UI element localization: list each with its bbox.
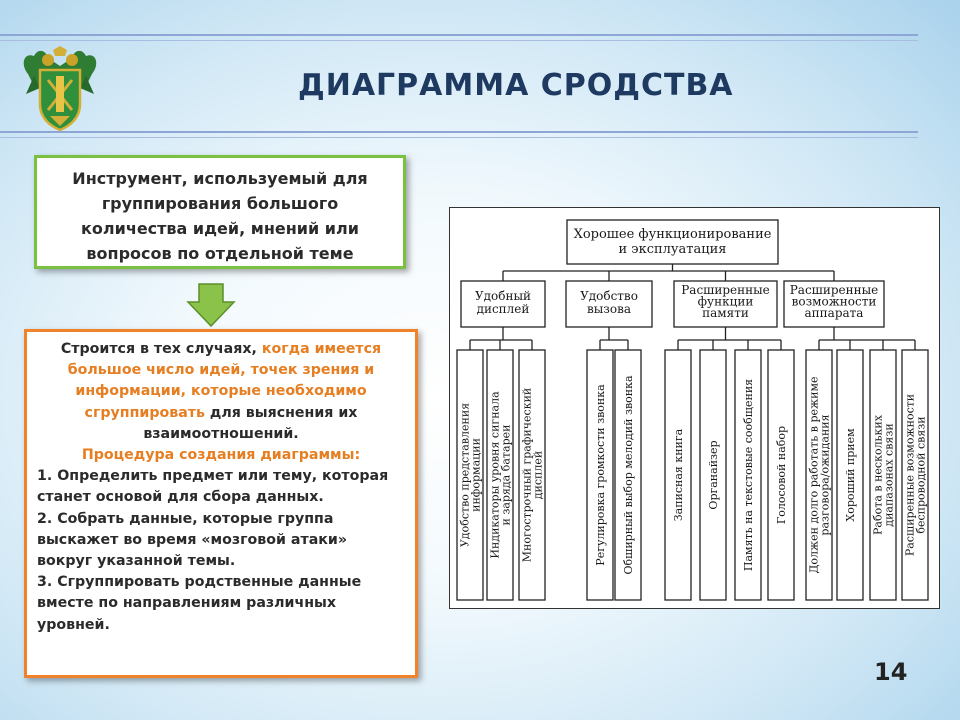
- item-label: Должен долго работать в режимеразговора/…: [808, 376, 832, 573]
- item-box: [614, 349, 642, 601]
- item-box: [586, 349, 614, 601]
- item-box: [869, 349, 897, 601]
- procedure-title: Процедура создания диаграммы:: [81, 447, 361, 464]
- procedure-step-2: 2. Собрать данные, которые группа выскаж…: [37, 510, 348, 570]
- definition-box: Инструмент, используемый для группирован…: [34, 155, 406, 269]
- group-box: [783, 280, 885, 328]
- emblem-icon: [23, 46, 97, 132]
- title-rule-1: [0, 131, 918, 133]
- top-rule-1: [0, 34, 918, 36]
- item-label: Голосовой набор: [775, 426, 788, 524]
- page-number: 14: [874, 658, 908, 686]
- item-box: [664, 349, 692, 601]
- item-label: Многострочный графическийдисплей: [521, 388, 545, 563]
- item-box: [767, 349, 795, 601]
- procedure-step-3: 3. Сгруппировать родственные данные вмес…: [37, 574, 362, 633]
- item-label: Индикаторы уровня сигналаи заряда батаре…: [489, 391, 513, 559]
- info-intro-part-1: Строится в тех случаях,: [60, 341, 262, 357]
- item-box: [901, 349, 929, 601]
- item-box: [836, 349, 864, 601]
- item-label: Память на текстовые сообщения: [742, 379, 755, 571]
- item-label: Обширный выбор мелодий звонка: [622, 375, 635, 575]
- down-arrow-icon: [186, 283, 236, 328]
- procedure-step-1: 1. Определить предмет или тему, которая …: [37, 468, 389, 506]
- item-box: [518, 349, 546, 601]
- item-label: Регулировка громкости звонка: [594, 384, 607, 566]
- item-label: Хороший прием: [844, 428, 857, 522]
- info-intro-part-3: для выяснения их взаимоотношений.: [143, 404, 358, 442]
- group-box: [673, 280, 778, 328]
- item-label: Удобство представленияинформации: [459, 403, 483, 547]
- page-title: ДИАГРАММА СРОДСТВА: [298, 68, 734, 103]
- item-box: [486, 349, 514, 601]
- info-intro-highlight: когда имеется большое число идей, точек …: [67, 341, 382, 421]
- info-box: Строится в тех случаях, когда имеется бо…: [24, 329, 418, 678]
- item-box: [734, 349, 762, 601]
- item-box: [805, 349, 833, 601]
- group-box: [565, 280, 653, 328]
- item-label: Работа в несколькихдиапазонах связи: [872, 414, 896, 535]
- item-label: Органайзер: [707, 440, 720, 509]
- title-rule-2: [0, 137, 918, 138]
- top-rule-2: [0, 40, 918, 41]
- root-box: [566, 219, 779, 265]
- item-box: [456, 349, 484, 601]
- definition-text: Инструмент, используемый для группирован…: [72, 169, 368, 263]
- item-label: Записная книга: [672, 428, 685, 521]
- info-intro: Строится в тех случаях, когда имеется бо…: [37, 339, 405, 445]
- item-box: [699, 349, 727, 601]
- item-label: Расширенные возможностибеспроводной связ…: [904, 394, 928, 556]
